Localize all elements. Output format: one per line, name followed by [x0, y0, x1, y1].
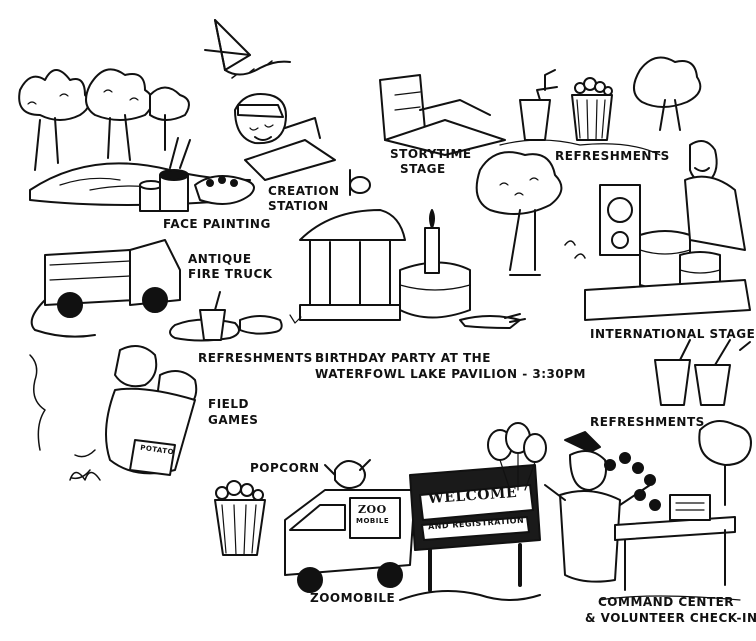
drink-cup-icon [654, 339, 751, 406]
label-face-painting: FACE PAINTING [163, 217, 271, 231]
storytime-stage-shape [379, 74, 506, 156]
musician-figure [684, 140, 746, 251]
label-birthday-party-line1: BIRTHDAY PARTY AT THE [315, 351, 491, 365]
label-birthday-party-line2: WATERFOWL LAKE PAVILION - 3:30PM [315, 367, 586, 381]
tree-icon [633, 56, 702, 131]
label-refreshments-left: REFRESHMENTS [198, 351, 313, 365]
tree-icon [475, 151, 563, 276]
speaker-icon [599, 184, 641, 256]
fire-truck-icon [30, 239, 181, 338]
label-creation-station-line2: STATION [268, 199, 329, 213]
label-field-games-line1: FIELD [208, 397, 249, 411]
popcorn-box-icon [571, 77, 613, 141]
label-antique-fire-truck-line1: ANTIQUE [188, 252, 252, 266]
kite-icon [204, 19, 291, 79]
pavilion-icon [299, 169, 406, 321]
kids-figure [71, 345, 198, 480]
international-stage-platform [584, 279, 751, 321]
label-popcorn: POPCORN [250, 461, 320, 475]
juggler-figure [544, 431, 661, 583]
drink-cup-icon [199, 291, 226, 341]
label-storytime-stage-line2: STAGE [400, 162, 446, 176]
van-text-mobile: MOBILE [356, 517, 390, 525]
label-international-stage: INTERNATIONAL STAGE [590, 327, 756, 341]
balloon-icon [487, 422, 547, 491]
popcorn-box-icon [214, 480, 266, 556]
tree-icon [698, 420, 752, 506]
paint-can-icon [139, 137, 191, 212]
hot-dog-icon [169, 315, 283, 342]
signature-mark [29, 354, 46, 451]
palette-icon [194, 175, 255, 205]
label-creation-station-line1: CREATION [268, 184, 340, 198]
drink-cup-icon [519, 69, 558, 141]
van-icon [284, 459, 416, 593]
cake-icon [399, 209, 526, 329]
check-in-table [614, 494, 736, 591]
label-field-games-line2: GAMES [208, 413, 259, 427]
van-text-zoo: ZOO [358, 503, 387, 516]
label-antique-fire-truck-line2: FIRE TRUCK [188, 267, 273, 281]
label-storytime-stage-line1: STORYTIME [390, 147, 472, 161]
label-refreshments-top: REFRESHMENTS [555, 149, 670, 163]
label-command-center-line2: & VOLUNTEER CHECK-IN [585, 611, 756, 625]
artist-figure [234, 93, 336, 181]
tree-icon [18, 68, 190, 171]
label-refreshments-right: REFRESHMENTS [590, 415, 705, 429]
label-zoomobile: ZOOMOBILE [310, 591, 396, 605]
label-command-center-line1: COMMAND CENTER [598, 595, 735, 609]
welcome-sign-icon [399, 464, 541, 601]
